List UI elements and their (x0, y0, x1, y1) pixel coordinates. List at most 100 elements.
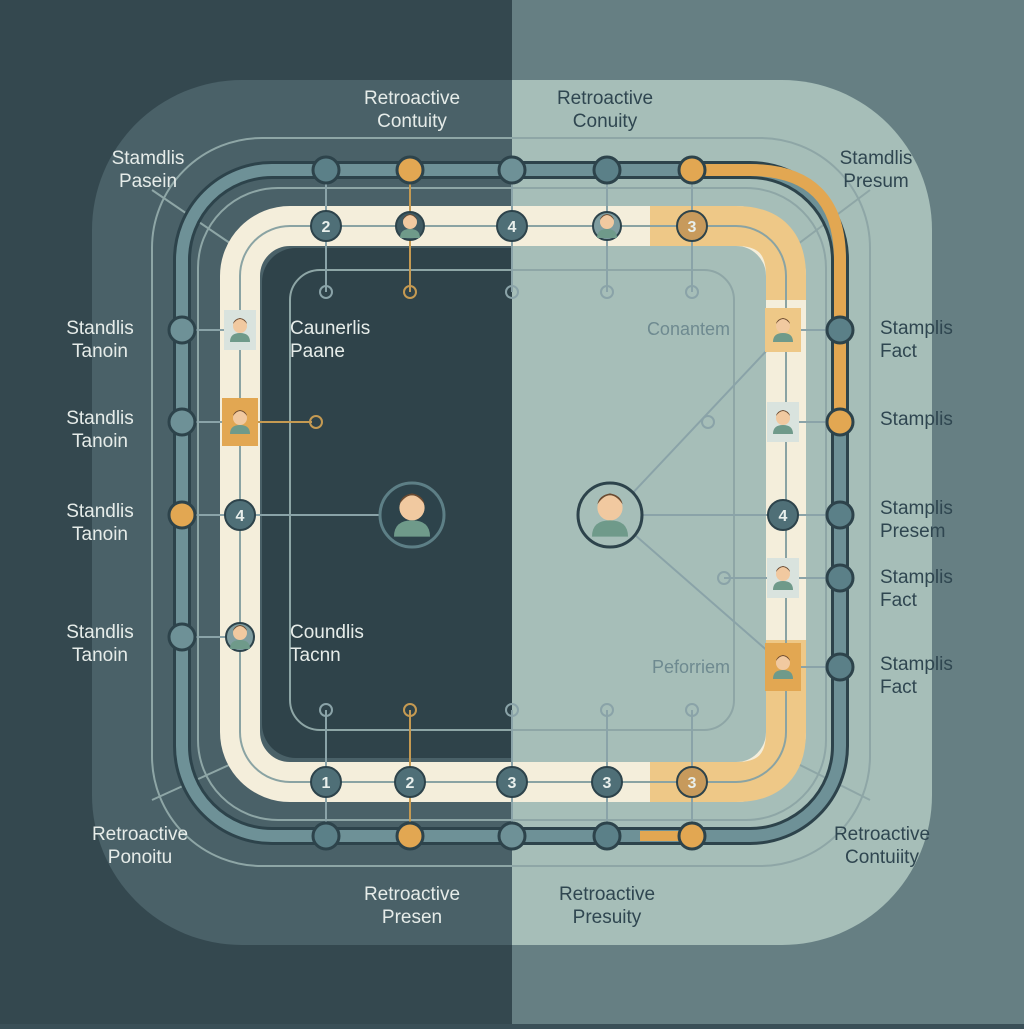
left-label: Tanoin (72, 524, 128, 545)
side-connectors (182, 329, 840, 668)
right-label: Stamplis (880, 318, 953, 339)
right-dot-2 (717, 571, 731, 585)
right-label: Fact (880, 677, 918, 698)
bottom-label: Presuity (573, 907, 642, 928)
person-icon[interactable] (378, 481, 446, 549)
corner-label: Retroactive (92, 824, 188, 845)
outer-node[interactable] (825, 500, 855, 530)
outer-node[interactable] (592, 821, 622, 851)
outer-nodes[interactable] (167, 155, 855, 851)
left-amber-dot (309, 415, 323, 429)
person-icon[interactable] (765, 308, 801, 352)
number-node[interactable]: 3 (496, 766, 528, 798)
number-label: 1 (322, 775, 331, 792)
corner-label: Contuiity (845, 847, 919, 868)
number-label: 4 (236, 508, 245, 525)
bottom-label: Retroactive (559, 884, 655, 905)
number-node[interactable]: 3 (676, 766, 708, 798)
top-label: Contuity (377, 111, 447, 132)
number-label: 2 (322, 219, 331, 236)
outer-node[interactable] (825, 563, 855, 593)
right-dot (701, 415, 715, 429)
number-label: 3 (688, 775, 697, 792)
inner-label: Peforriem (652, 657, 730, 677)
outer-node[interactable] (167, 500, 197, 530)
number-label: 3 (688, 219, 697, 236)
inner-label: Paane (290, 341, 345, 362)
inner-label: Caunerlis (290, 318, 370, 339)
number-node[interactable]: 3 (591, 766, 623, 798)
bottom-label: Presen (382, 907, 442, 928)
outer-node[interactable] (592, 155, 622, 185)
outer-node[interactable] (167, 407, 197, 437)
outer-node[interactable] (825, 652, 855, 682)
bottom-label: Retroactive (364, 884, 460, 905)
left-label: Tanoin (72, 431, 128, 452)
person-icon[interactable] (767, 558, 799, 598)
corner-label: Stamdlis (840, 148, 913, 169)
left-label: Standlis (66, 318, 134, 339)
person-icon[interactable] (224, 310, 256, 350)
outer-node[interactable] (167, 315, 197, 345)
top-label: Conuity (573, 111, 638, 132)
outer-track-highlight (690, 164, 846, 420)
right-label: Presem (880, 521, 945, 542)
right-label: Fact (880, 341, 918, 362)
person-icon[interactable] (765, 643, 801, 691)
person-icon[interactable] (222, 398, 258, 446)
left-label: Standlis (66, 622, 134, 643)
top-label: Retroactive (364, 88, 460, 109)
person-icon[interactable] (225, 622, 255, 652)
top-label: Retroactive (557, 88, 653, 109)
corner-label: Ponoitu (108, 847, 172, 868)
right-label: Stamplis (880, 567, 953, 588)
number-label: 3 (603, 775, 612, 792)
inner-label: Coundlis (290, 622, 364, 643)
corner-label: Retroactive (834, 824, 930, 845)
number-node[interactable]: 4 (224, 499, 256, 531)
inner-number-nodes[interactable]: 2 4 3 1 2 3 3 3 (224, 210, 799, 798)
outer-node[interactable] (497, 155, 527, 185)
person-icon[interactable] (767, 402, 799, 442)
corner-label: Pasein (119, 171, 177, 192)
outer-node[interactable] (825, 407, 855, 437)
outer-node[interactable] (311, 821, 341, 851)
number-label: 4 (508, 219, 517, 236)
connector-end-dots (319, 285, 699, 717)
outer-node[interactable] (677, 821, 707, 851)
corner-label: Stamdlis (112, 148, 185, 169)
inner-label: Conantem (647, 319, 730, 339)
number-node[interactable]: 3 (676, 210, 708, 242)
number-label: 3 (508, 775, 517, 792)
person-icon[interactable] (395, 211, 425, 241)
outer-node[interactable] (395, 821, 425, 851)
person-avatars[interactable] (222, 211, 801, 691)
left-label: Standlis (66, 408, 134, 429)
number-node[interactable]: 2 (394, 766, 426, 798)
right-label: Stamplis (880, 654, 953, 675)
right-label: Stamplis (880, 498, 953, 519)
number-label: 2 (406, 775, 415, 792)
outer-node[interactable] (395, 155, 425, 185)
outer-node[interactable] (677, 155, 707, 185)
right-label: Fact (880, 590, 918, 611)
left-label: Tanoin (72, 341, 128, 362)
outer-node[interactable] (167, 622, 197, 652)
outer-node[interactable] (825, 315, 855, 345)
corner-label: Presum (843, 171, 908, 192)
number-node[interactable]: 1 (310, 766, 342, 798)
number-label: 4 (779, 508, 788, 525)
outer-node[interactable] (311, 155, 341, 185)
right-label: Stamplis (880, 409, 953, 430)
number-node[interactable]: 2 (310, 210, 342, 242)
number-node[interactable]: 4 (496, 210, 528, 242)
outer-node[interactable] (497, 821, 527, 851)
left-label: Standlis (66, 501, 134, 522)
number-node[interactable]: 4 (767, 499, 799, 531)
person-icon[interactable] (576, 481, 644, 549)
inner-label: Tacnn (290, 645, 341, 666)
left-label: Tanoin (72, 645, 128, 666)
person-icon[interactable] (592, 211, 622, 241)
